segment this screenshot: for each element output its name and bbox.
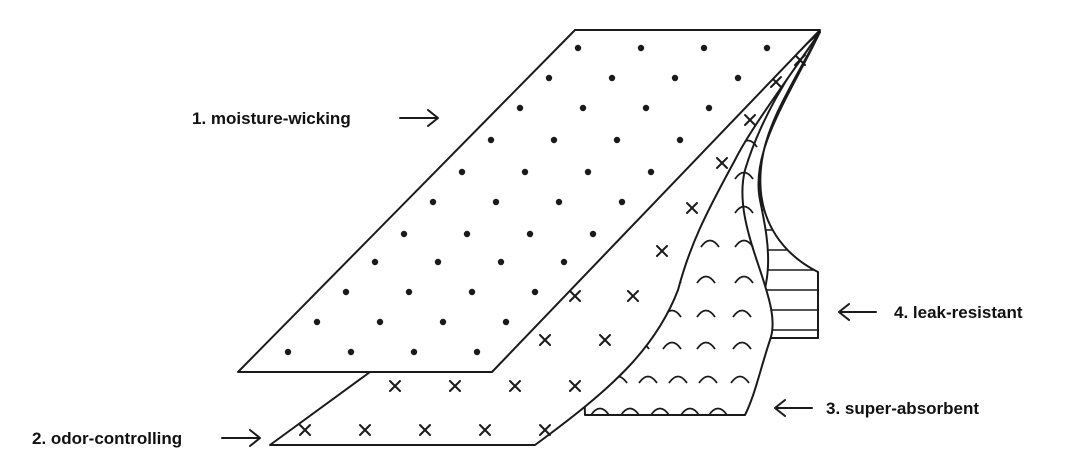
cross-mark	[539, 334, 551, 346]
cross-mark	[656, 245, 668, 257]
dot-mark	[613, 136, 621, 144]
arc-mark	[732, 309, 752, 318]
arrow-layer-2	[221, 429, 261, 447]
dot-mark	[531, 288, 539, 296]
dot-mark	[560, 258, 568, 266]
dot-mark	[410, 348, 418, 356]
dot-mark	[734, 74, 742, 82]
arrow-layer-3	[774, 399, 813, 417]
dot-mark	[434, 258, 442, 266]
dot-mark	[550, 136, 558, 144]
arc-mark	[698, 375, 718, 384]
arc-mark	[662, 341, 682, 350]
dot-mark	[526, 230, 534, 238]
arc-mark	[668, 375, 688, 384]
label-super-absorbent: 3. super-absorbent	[826, 399, 980, 418]
arc-mark	[734, 171, 754, 180]
dot-mark	[555, 198, 563, 206]
dot-mark	[579, 104, 587, 112]
dot-mark	[574, 44, 582, 52]
arc-mark	[732, 341, 752, 350]
cross-mark	[599, 334, 611, 346]
arc-mark	[708, 407, 728, 416]
arc-mark	[734, 275, 754, 284]
cross-mark	[716, 157, 728, 169]
label-leak-resistant: 4. leak-resistant	[894, 303, 1023, 322]
arc-mark	[650, 407, 670, 416]
dot-mark	[502, 318, 510, 326]
dot-mark	[468, 288, 476, 296]
dot-mark	[371, 258, 379, 266]
dot-mark	[458, 168, 466, 176]
cross-mark	[359, 424, 371, 436]
arc-mark	[696, 341, 716, 350]
dot-mark	[647, 168, 655, 176]
dot-mark	[487, 136, 495, 144]
cross-mark	[744, 114, 756, 126]
dot-mark	[608, 74, 616, 82]
dot-mark	[347, 348, 355, 356]
dot-mark	[342, 288, 350, 296]
odor-controlling-crosses	[299, 54, 806, 436]
dot-mark	[439, 318, 447, 326]
arc-mark	[696, 275, 716, 284]
dot-mark	[705, 104, 713, 112]
dot-mark	[516, 104, 524, 112]
arc-mark	[680, 407, 700, 416]
dot-mark	[473, 348, 481, 356]
arc-mark	[696, 309, 716, 318]
arc-mark	[734, 205, 754, 214]
dot-mark	[637, 44, 645, 52]
cross-mark	[419, 424, 431, 436]
cross-mark	[479, 424, 491, 436]
dot-mark	[313, 318, 321, 326]
cross-mark	[299, 424, 311, 436]
dot-mark	[497, 258, 505, 266]
dot-mark	[545, 74, 553, 82]
cross-mark	[449, 380, 461, 392]
cross-mark	[569, 290, 581, 302]
cross-mark	[389, 380, 401, 392]
dot-mark	[676, 136, 684, 144]
dot-mark	[584, 168, 592, 176]
dot-mark	[642, 104, 650, 112]
arc-mark	[730, 375, 750, 384]
dot-mark	[763, 44, 771, 52]
layer-1-moisture-wicking	[237, 29, 821, 373]
arc-mark	[590, 407, 610, 416]
cross-mark	[794, 54, 806, 66]
dot-mark	[376, 318, 384, 326]
dot-mark	[700, 44, 708, 52]
cross-mark	[539, 424, 551, 436]
layer-1-shape	[237, 29, 821, 373]
dot-mark	[618, 198, 626, 206]
cross-mark	[627, 290, 639, 302]
cross-mark	[569, 380, 581, 392]
dot-mark	[400, 230, 408, 238]
moisture-wicking-dots	[284, 44, 771, 356]
arrow-layer-4	[838, 303, 877, 321]
cross-mark	[509, 380, 521, 392]
label-odor-controlling: 2. odor-controlling	[32, 429, 183, 448]
dot-mark	[492, 198, 500, 206]
dot-mark	[589, 230, 597, 238]
arc-mark	[734, 239, 754, 248]
dot-mark	[671, 74, 679, 82]
arc-mark	[620, 407, 640, 416]
dot-mark	[463, 230, 471, 238]
dot-mark	[521, 168, 529, 176]
dot-mark	[405, 288, 413, 296]
dot-mark	[429, 198, 437, 206]
cross-mark	[686, 202, 698, 214]
label-moisture-wicking: 1. moisture-wicking	[192, 109, 351, 128]
arc-mark	[638, 375, 658, 384]
dot-mark	[284, 348, 292, 356]
arrow-layer-1	[399, 109, 439, 127]
arc-mark	[700, 239, 720, 248]
